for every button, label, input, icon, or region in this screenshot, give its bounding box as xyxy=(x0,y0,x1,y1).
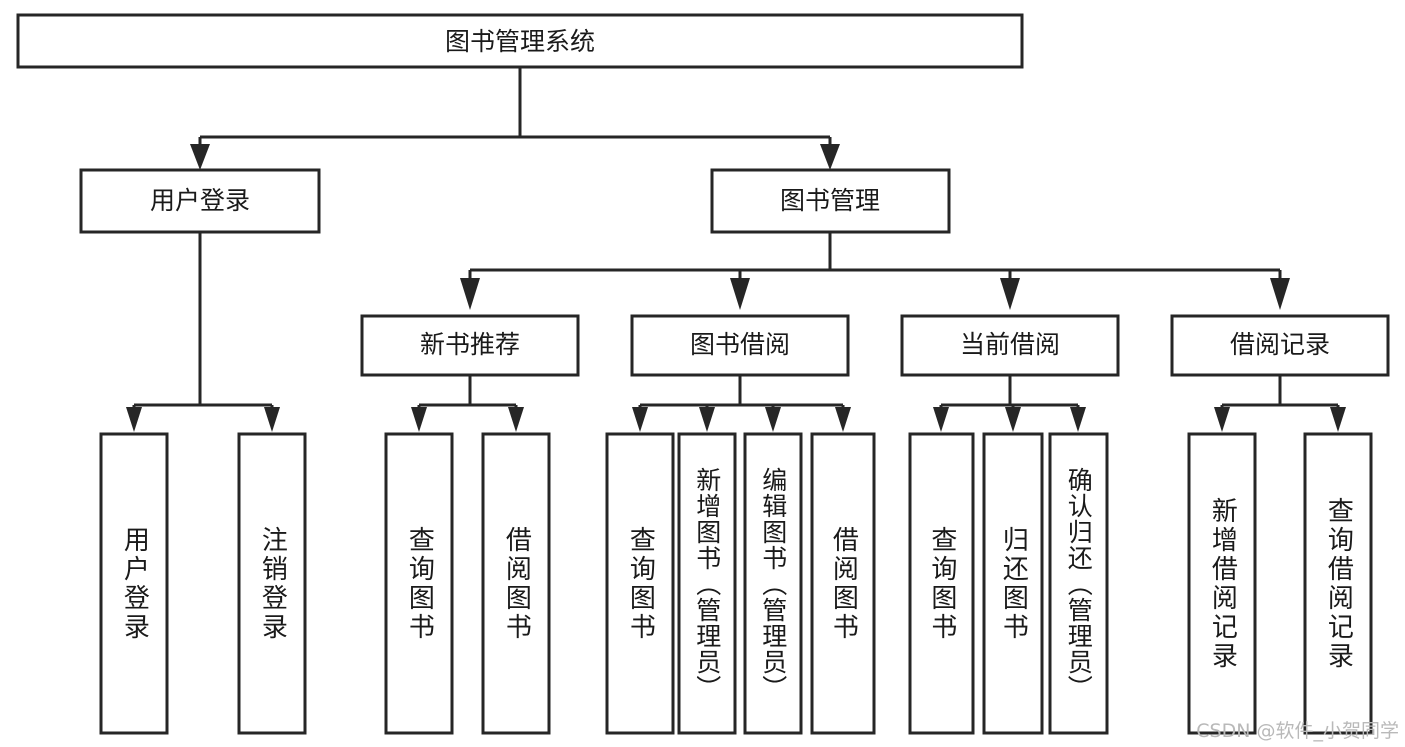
connector-group-bookmanage-to-level3 xyxy=(460,232,1290,310)
node-new-book-recommend-label: 新书推荐 xyxy=(420,330,520,359)
connector-group-currentborrow-to-leaves xyxy=(933,375,1086,432)
leaf-rect-query-book-3[interactable] xyxy=(908,432,975,735)
arrow-head-to-current-borrow xyxy=(1000,278,1020,310)
arrow-head-to-new-book-rec xyxy=(460,278,480,310)
arrow-head-leaf-query-book-2 xyxy=(632,407,648,432)
arrow-head-to-book-manage xyxy=(820,144,840,170)
node-book-borrow-label: 图书借阅 xyxy=(690,330,790,359)
csdn-watermark: CSDN @软件_小贺同学 xyxy=(1196,720,1399,742)
arrow-head-leaf-confirm-return xyxy=(1070,407,1086,432)
leaf-rect-return-book[interactable] xyxy=(982,432,1044,735)
arrow-head-leaf-borrow-book-2 xyxy=(835,407,851,432)
arrow-head-to-borrow-record xyxy=(1270,278,1290,310)
node-level3-book-borrow[interactable]: 图书借阅 xyxy=(630,314,850,377)
node-borrow-record-label: 借阅记录 xyxy=(1230,330,1330,359)
leaf-rect-confirm-return[interactable] xyxy=(1048,432,1109,735)
arrow-head-leaf-add-book xyxy=(699,407,715,432)
arrow-head-leaf-return-book xyxy=(1005,407,1021,432)
node-book-management-rect xyxy=(710,168,951,234)
node-user-login-label: 用户登录 xyxy=(150,186,250,215)
node-root-rect xyxy=(16,13,1024,69)
connector-group-bookborrow-to-leaves xyxy=(632,375,851,432)
arrow-head-to-user-login xyxy=(190,144,210,170)
node-level3-new-book-recommend[interactable]: 新书推荐 xyxy=(360,314,580,377)
node-new-book-recommend-rect xyxy=(360,314,580,377)
leaf-rect-add-borrow-record[interactable] xyxy=(1187,432,1257,735)
node-current-borrow-label: 当前借阅 xyxy=(960,330,1060,359)
node-level3-current-borrow[interactable]: 当前借阅 xyxy=(900,314,1120,377)
node-root-label: 图书管理系统 xyxy=(445,27,595,56)
node-level2-book-management[interactable]: 图书管理 xyxy=(710,168,951,234)
arrow-head-leaf-add-record xyxy=(1214,407,1230,432)
leaf-rect-borrow-book-1[interactable] xyxy=(481,432,551,735)
arrow-head-leaf-query-book-3 xyxy=(933,407,949,432)
node-current-borrow-rect xyxy=(900,314,1120,377)
node-user-login-rect xyxy=(79,168,321,234)
node-book-borrow-rect xyxy=(630,314,850,377)
arrow-head-leaf-query-record xyxy=(1330,407,1346,432)
leaf-node-rect-group xyxy=(99,432,1373,735)
arrow-head-leaf-logout xyxy=(264,407,280,432)
leaf-rect-add-book[interactable] xyxy=(677,432,737,735)
connector-group-root-to-level2 xyxy=(190,67,840,170)
arrow-head-to-book-borrow xyxy=(730,278,750,310)
node-level2-user-login[interactable]: 用户登录 xyxy=(79,168,321,234)
connector-group-borrowrecord-to-leaves xyxy=(1214,375,1346,432)
node-borrow-record-rect xyxy=(1170,314,1390,377)
leaf-rect-logout[interactable] xyxy=(237,432,307,735)
node-book-management-label: 图书管理 xyxy=(780,186,880,215)
arrow-head-leaf-edit-book xyxy=(765,407,781,432)
arrow-head-leaf-borrow-book-1 xyxy=(508,407,524,432)
leaf-rect-user-login[interactable] xyxy=(99,432,169,735)
leaf-rect-query-book-1[interactable] xyxy=(384,432,454,735)
leaf-rect-borrow-book-2[interactable] xyxy=(810,432,876,735)
leaf-rect-edit-book[interactable] xyxy=(743,432,803,735)
connector-group-userlogin-to-leaves xyxy=(126,232,280,432)
arrow-head-leaf-query-book-1 xyxy=(411,407,427,432)
node-root-book-management-system[interactable]: 图书管理系统 xyxy=(16,13,1024,69)
arrow-head-leaf-user-login xyxy=(126,407,142,432)
node-level3-borrow-record[interactable]: 借阅记录 xyxy=(1170,314,1390,377)
connector-group-newbook-to-leaves xyxy=(411,375,524,432)
leaf-rect-query-book-2[interactable] xyxy=(605,432,675,735)
leaf-rect-query-borrow-record[interactable] xyxy=(1303,432,1373,735)
